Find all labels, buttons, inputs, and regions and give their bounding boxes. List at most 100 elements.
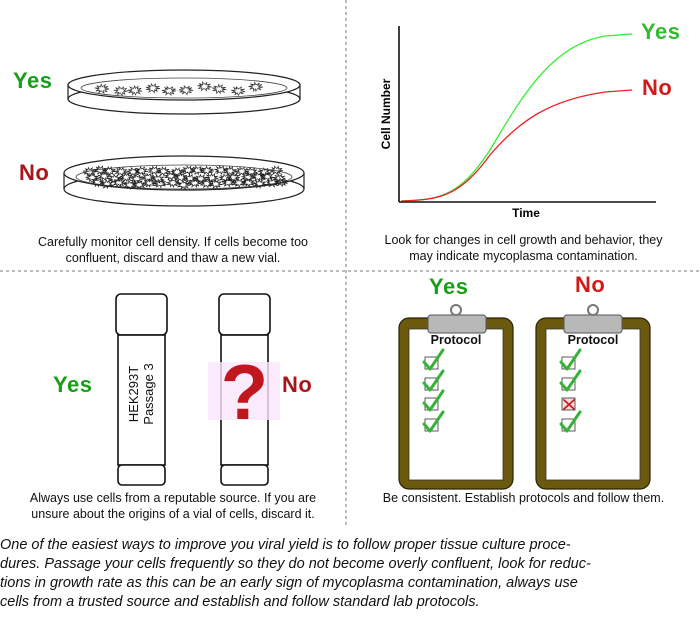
density-panel xyxy=(63,69,305,207)
growth-caption-line: may indicate mycoplasma contamination. xyxy=(409,249,638,263)
cell-shape xyxy=(223,165,237,176)
clipboard-title: Protocol xyxy=(430,333,482,347)
density-caption: Carefully monitor cell density. If cells… xyxy=(0,234,346,266)
protocol-caption: Be consistent. Establish protocols and f… xyxy=(347,490,700,506)
protocol-caption-line: Be consistent. Establish protocols and f… xyxy=(382,491,665,505)
growth-caption: Look for changes in cell growth and beha… xyxy=(347,232,700,264)
cell-shape xyxy=(100,179,114,189)
cell-shape xyxy=(114,166,128,177)
cell-shape xyxy=(130,173,144,184)
cell-shape xyxy=(134,165,149,176)
checkmark-icon xyxy=(559,410,582,433)
source-caption: Always use cells from a reputable source… xyxy=(0,490,346,522)
checkmark-icon xyxy=(422,348,445,371)
growth-panel xyxy=(398,26,656,203)
cell-shape xyxy=(151,173,165,184)
source-caption-line: unsure about the origins of a vial of ce… xyxy=(31,507,315,521)
cell-shape xyxy=(226,172,241,183)
cell-shape xyxy=(241,171,255,183)
footer-line: dures. Passage your cells frequently so … xyxy=(0,556,591,572)
checkmark-icon xyxy=(422,369,445,392)
cell-shape xyxy=(142,177,157,188)
cell-shape xyxy=(218,173,232,184)
cell-shape xyxy=(212,83,227,95)
cell-shape xyxy=(200,165,214,176)
cell-shape xyxy=(269,165,283,176)
growth-curve-yes xyxy=(400,33,633,202)
cell-shape xyxy=(127,84,143,96)
footer-line: tions in growth rate as this can be an e… xyxy=(0,575,578,591)
cell-shape xyxy=(231,86,246,97)
density-yes-label: Yes xyxy=(13,68,53,93)
protocol-yes-label: Yes xyxy=(429,274,469,299)
cell-shape xyxy=(97,171,112,182)
clipboard-title: Protocol xyxy=(567,333,619,347)
cell-shape xyxy=(208,178,223,189)
vial-icon xyxy=(218,293,271,486)
petri-dish-icon xyxy=(63,155,305,207)
cell-shape xyxy=(244,166,258,178)
cell-shape xyxy=(248,81,263,93)
cell-shape xyxy=(232,177,246,189)
protocol-no-label: No xyxy=(575,272,606,297)
cell-shape xyxy=(178,84,194,96)
density-caption-line: confluent, discard and thaw a new vial. xyxy=(65,251,281,265)
source-no-label: No xyxy=(282,372,313,397)
checkmark-icon xyxy=(422,389,445,412)
cell-shape xyxy=(174,172,188,183)
cell-shape xyxy=(200,178,214,189)
cell-shape xyxy=(145,82,161,94)
source-panel xyxy=(115,293,280,486)
cell-shape xyxy=(119,172,133,183)
question-mark-icon: ? xyxy=(220,348,269,436)
source-caption-line: Always use cells from a reputable source… xyxy=(29,491,317,505)
cell-shape xyxy=(197,81,212,92)
cell-shape xyxy=(93,165,108,176)
cell-shape xyxy=(90,177,105,188)
vial-icon xyxy=(115,293,168,486)
cell-shape xyxy=(176,179,191,191)
vial-label-line: HEK293T xyxy=(126,365,141,423)
cell-shape xyxy=(235,166,249,177)
cell-shape xyxy=(241,177,256,188)
cell-shape xyxy=(190,165,205,176)
cell-shape xyxy=(272,173,287,184)
footer-paragraph: One of the easiest ways to improve you v… xyxy=(0,536,700,612)
growth-y-label: Cell Number xyxy=(379,78,393,150)
cell-shape xyxy=(164,170,178,182)
cell-shape xyxy=(170,166,184,178)
cell-shape xyxy=(252,178,267,190)
checkmark-icon xyxy=(559,348,582,371)
checkmark-icon xyxy=(422,410,445,433)
cell-shape xyxy=(147,165,162,176)
cell-shape xyxy=(153,178,167,189)
cell-shape xyxy=(187,177,202,189)
vial-label: HEK293T Passage 3 xyxy=(126,363,156,424)
x-mark-icon xyxy=(563,399,575,410)
growth-x-label: Time xyxy=(512,206,540,220)
growth-caption-line: Look for changes in cell growth and beha… xyxy=(384,233,663,247)
cell-shape xyxy=(260,171,274,182)
tissue-culture-figure xyxy=(0,0,700,528)
cell-shape xyxy=(113,85,129,97)
growth-yes-label: Yes xyxy=(641,19,681,44)
cell-shape xyxy=(156,166,171,177)
clipboard-icon xyxy=(535,304,651,490)
cell-shape xyxy=(274,177,288,188)
cell-shape xyxy=(214,164,228,176)
footer-line: One of the easiest ways to improve you v… xyxy=(0,537,571,553)
growth-curve-no xyxy=(400,89,633,202)
cell-shape xyxy=(181,165,195,176)
growth-no-label: No xyxy=(642,75,673,100)
footer-line: cells from a trusted source and establis… xyxy=(0,594,480,610)
vial-label-line: Passage 3 xyxy=(141,363,156,425)
cell-shape xyxy=(161,85,177,96)
cell-shape xyxy=(221,177,236,188)
cell-shape xyxy=(94,83,110,95)
cell-shape xyxy=(123,179,137,190)
density-caption-line: Carefully monitor cell density. If cells… xyxy=(37,235,309,249)
density-no-label: No xyxy=(19,160,50,185)
cell-shape xyxy=(112,177,126,188)
protocol-panel xyxy=(398,304,651,490)
checkmark-icon xyxy=(559,369,582,392)
